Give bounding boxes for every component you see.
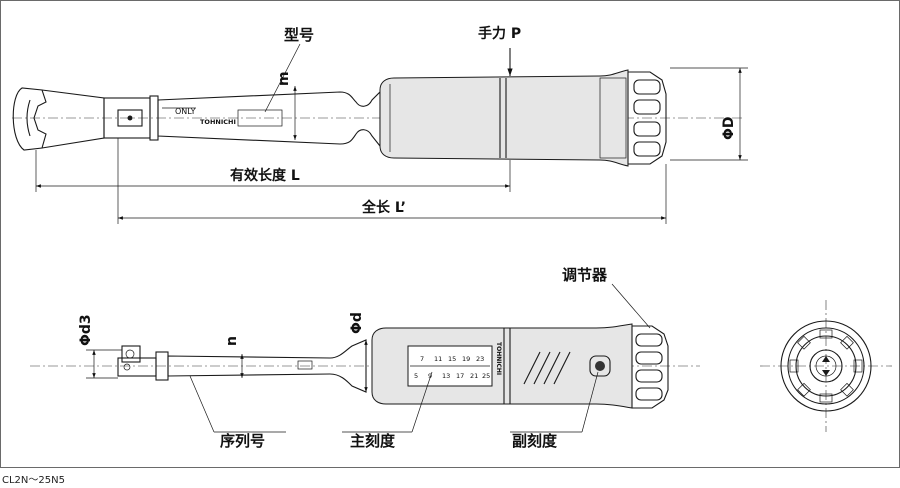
grip-ridge xyxy=(523,351,541,385)
dimensions-top: 型号 m 手力 P ΦD 有效长度 L 全长 L’ xyxy=(35,25,748,224)
end-view-mark-up xyxy=(822,356,830,362)
scale-num-bottom: 21 xyxy=(470,372,478,380)
notch xyxy=(797,382,811,397)
only-marking: ONLY xyxy=(175,107,196,116)
knurl-3 xyxy=(633,121,661,137)
notch xyxy=(853,359,863,373)
wrench-top-view: 7 11 15 19 23 5 9 13 17 21 25 TOHNICHI xyxy=(30,323,700,409)
shaft xyxy=(157,90,381,148)
square-drive xyxy=(117,109,143,127)
wrench-end-view xyxy=(760,300,892,432)
scale-num-top: 15 xyxy=(448,355,456,363)
grip-end xyxy=(599,77,627,159)
adjuster-leader xyxy=(611,283,651,329)
main-scale-numbers-top: 7 11 15 19 23 xyxy=(420,355,484,363)
sub-scale-label: 副刻度 xyxy=(512,432,558,450)
drive-pin xyxy=(127,115,133,121)
phi-d3-label: Φd3 xyxy=(78,314,94,346)
serial-plate xyxy=(297,360,313,370)
jaw-inner-arc xyxy=(26,99,31,137)
notch xyxy=(840,382,854,397)
technical-drawing: ONLY TOHNICHI 型号 m 手力 P ΦD 有效长 xyxy=(12,25,892,450)
sub-scale-window xyxy=(589,355,611,377)
notch xyxy=(840,335,854,350)
phi-d-label: ΦD xyxy=(721,116,737,140)
adjuster-bottom xyxy=(631,325,669,409)
model-caption: CL2N～25N5 xyxy=(2,475,65,486)
main-scale-numbers-bottom: 5 9 13 17 21 25 xyxy=(414,372,490,380)
sub-scale-leader-1 xyxy=(581,371,599,433)
effective-length-label: 有效长度 L xyxy=(230,167,300,184)
notch xyxy=(819,393,833,403)
total-length-label: 全长 L’ xyxy=(361,199,406,216)
model-no-leader xyxy=(264,43,301,113)
adjuster-label: 调节器 xyxy=(562,266,608,284)
knurl-bottom-3 xyxy=(635,369,663,383)
sub-scale-dial xyxy=(595,361,605,371)
dimensions-bottom: Φd3 n Φd 调节器 序列号 主刻度 副刻度 xyxy=(78,266,651,450)
head-hole xyxy=(123,363,131,371)
notch xyxy=(819,329,833,339)
main-scale-leader-1 xyxy=(411,371,433,433)
knurl-1 xyxy=(633,79,661,95)
main-scale-label: 主刻度 xyxy=(350,432,396,450)
m-label: m xyxy=(276,71,292,86)
notch xyxy=(797,335,811,350)
scale-num-bottom: 25 xyxy=(482,372,490,380)
head-pin xyxy=(125,349,135,359)
grip-ridge xyxy=(553,351,571,385)
spanner-neck xyxy=(41,89,105,149)
scale-num-top: 23 xyxy=(476,355,484,363)
scale-num-top: 7 xyxy=(420,355,424,363)
end-view-outer xyxy=(780,320,872,412)
knurl-bottom-4 xyxy=(635,387,663,401)
end-view-inner xyxy=(809,349,843,383)
knurl-bottom-1 xyxy=(635,333,663,347)
grip-ridge xyxy=(533,351,551,385)
head-top-part xyxy=(121,345,141,363)
brand-marking: TOHNICHI xyxy=(200,118,236,126)
grip-body xyxy=(379,69,629,167)
grip-ridges xyxy=(523,351,571,385)
brand-marking-grip: TOHNICHI xyxy=(495,342,502,375)
wrench-side-view: ONLY TOHNICHI xyxy=(12,69,745,167)
end-view-ring xyxy=(787,327,865,405)
knurl-2 xyxy=(633,99,661,115)
notch xyxy=(789,359,799,373)
grip-ridge xyxy=(543,351,561,385)
end-view-knurl-ring xyxy=(795,335,857,397)
knurl-4 xyxy=(633,141,661,157)
end-view-mark-down xyxy=(822,370,830,376)
model-plate xyxy=(237,109,283,127)
phi-d-small-label: Φd xyxy=(349,312,365,334)
scale-num-bottom: 13 xyxy=(442,372,450,380)
model-no-label: 型号 xyxy=(284,26,314,44)
serial-no-label: 序列号 xyxy=(220,432,265,450)
scale-num-bottom: 17 xyxy=(456,372,464,380)
n-label: n xyxy=(224,336,240,346)
scale-num-top: 19 xyxy=(462,355,470,363)
knurl-bottom-2 xyxy=(635,351,663,365)
serial-leader-1 xyxy=(189,375,215,433)
end-view-notches xyxy=(789,329,863,403)
scale-num-top: 11 xyxy=(434,355,442,363)
adjuster-cap xyxy=(627,71,667,165)
scale-num-bottom: 5 xyxy=(414,372,418,380)
spanner-jaw xyxy=(12,87,47,151)
hand-force-label: 手力 P xyxy=(478,25,521,42)
scale-num-bottom: 9 xyxy=(428,372,432,380)
